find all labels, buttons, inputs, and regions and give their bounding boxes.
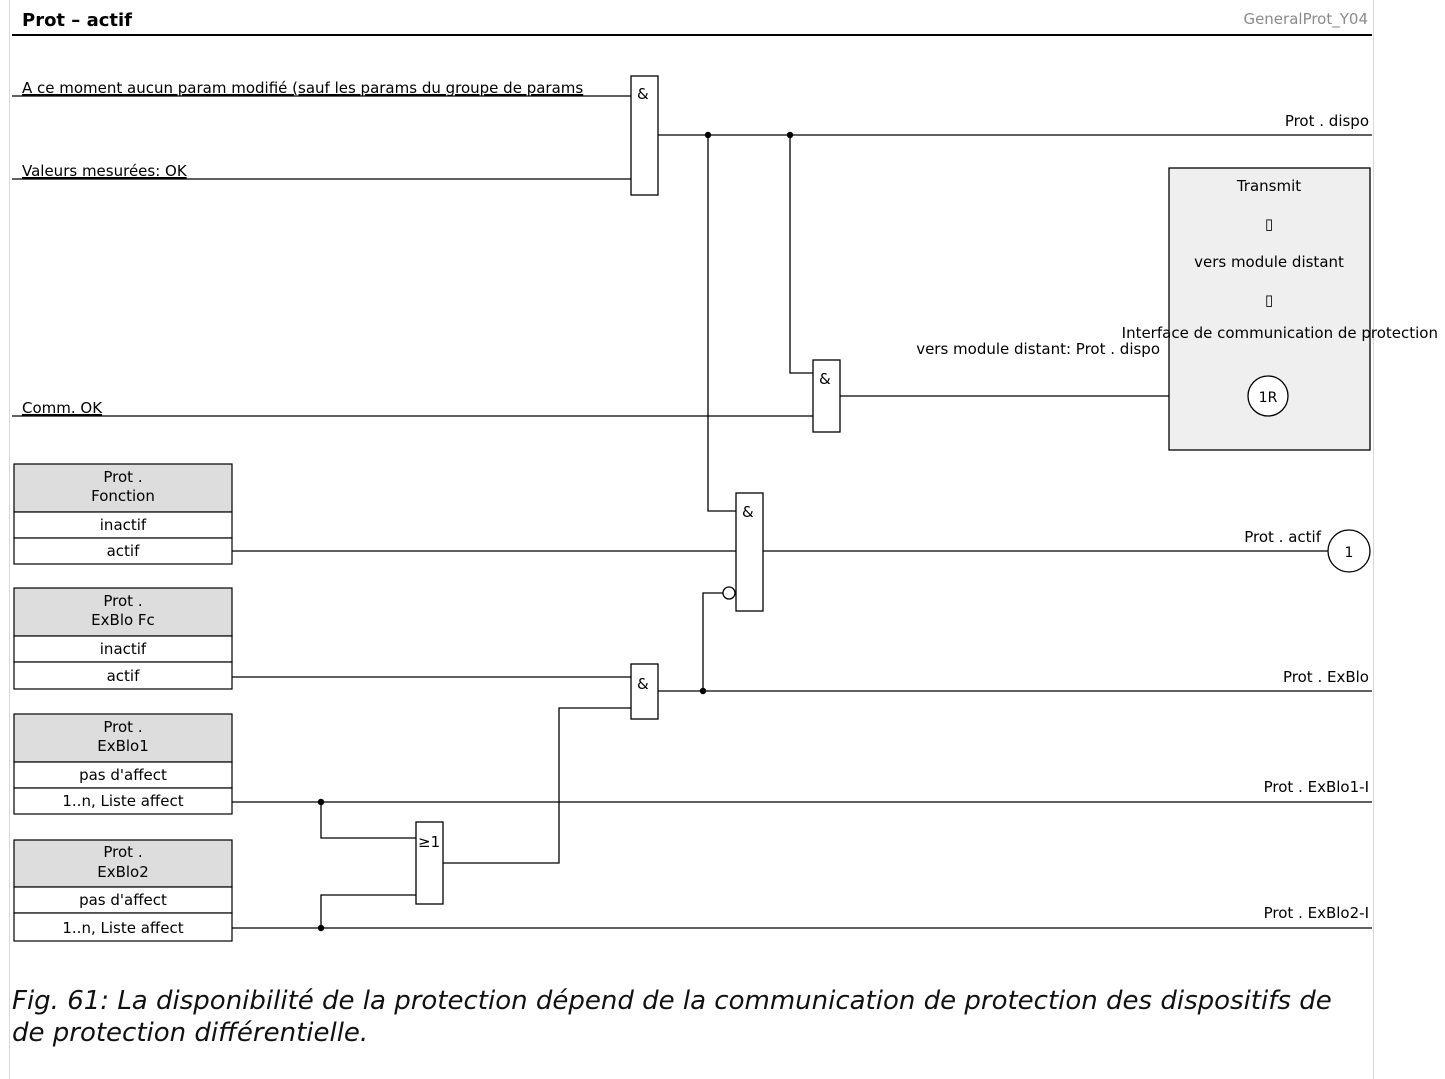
param-box-title: Prot .: [103, 718, 142, 736]
wire-exblo-to-and3: [702, 592, 723, 691]
logic-diagram: Prot – actif GeneralProt_Y04: [12, 10, 1438, 942]
transmit-signal-label: vers module distant: Prot . dispo: [916, 340, 1160, 358]
page-border-right: [1373, 0, 1374, 1079]
transmit-glyph-1: ▯: [1265, 215, 1273, 233]
param-box-title: ExBlo1: [97, 737, 149, 755]
param-option: 1..n, Liste affect: [62, 792, 183, 810]
input-label-comm-ok: Comm. OK: [22, 399, 103, 417]
param-option: pas d'affect: [79, 766, 167, 784]
param-box-exblo-fc: Prot . ExBlo Fc inactif actif: [13, 587, 233, 690]
diagram-reference: GeneralProt_Y04: [1243, 10, 1368, 29]
input-label-measured: Valeurs mesurées: OK: [22, 162, 188, 180]
wire-or-to-and4: [443, 707, 631, 864]
and-gate-4-symbol: &: [637, 675, 649, 693]
and-gate-2-symbol: &: [819, 370, 831, 388]
param-box-title: ExBlo Fc: [91, 611, 155, 629]
wire-dispo-to-and2: [789, 135, 813, 374]
junction-dot: [317, 924, 325, 932]
param-option: inactif: [100, 516, 147, 534]
param-box-title: ExBlo2: [97, 863, 149, 881]
junction-dot: [786, 131, 794, 139]
param-box-title: Prot .: [103, 592, 142, 610]
param-box-exblo1: Prot . ExBlo1 pas d'affect 1..n, Liste a…: [13, 713, 233, 815]
junction-dot: [704, 131, 712, 139]
transmit-glyph-2: ▯: [1265, 291, 1273, 309]
output-label-dispo: Prot . dispo: [1285, 112, 1369, 130]
param-option: inactif: [100, 640, 147, 658]
param-box-exblo2: Prot . ExBlo2 pas d'affect 1..n, Liste a…: [13, 839, 233, 942]
param-box-title: Prot .: [103, 843, 142, 861]
transmit-title: Transmit: [1236, 177, 1301, 195]
and-gate-3: [735, 492, 764, 612]
and-gate-4: [630, 663, 659, 720]
wire-exblo1-to-or: [320, 802, 416, 839]
or-gate: [415, 821, 444, 905]
and-gate-1: [630, 75, 659, 196]
param-box-title: Prot .: [103, 468, 142, 486]
diagram-title: Prot – actif: [22, 10, 132, 31]
output-label-actif: Prot . actif: [1244, 528, 1321, 546]
output-label-exblo2: Prot . ExBlo2-I: [1264, 904, 1369, 922]
figure-caption: Fig. 61: La disponibilité de la protecti…: [12, 986, 1332, 1048]
junction-dot: [699, 687, 707, 695]
output-label-exblo1: Prot . ExBlo1-I: [1264, 778, 1369, 796]
transmit-destination: vers module distant: [1194, 253, 1344, 271]
actif-connector-label: 1: [1345, 545, 1354, 561]
transmit-connector-label: 1R: [1259, 390, 1278, 406]
and-gate-1-symbol: &: [637, 85, 649, 103]
param-box-title: Fonction: [91, 487, 155, 505]
wire-dispo-to-and3: [707, 135, 736, 512]
param-box-fonction: Prot . Fonction inactif actif: [13, 463, 233, 565]
and-gate-3-symbol: &: [742, 503, 754, 521]
param-option: actif: [107, 542, 140, 560]
page-border-left: [9, 0, 10, 1079]
output-label-exblo: Prot . ExBlo: [1283, 668, 1369, 686]
input-label-param-mod: A ce moment aucun param modifié (sauf le…: [22, 79, 583, 97]
transmit-connector: [1247, 375, 1289, 417]
wire-exblo2-to-or: [320, 894, 416, 928]
param-option: 1..n, Liste affect: [62, 919, 183, 937]
inverter-bubble: [722, 586, 736, 600]
or-gate-symbol: ≥1: [418, 833, 440, 851]
junction-dot: [317, 798, 325, 806]
param-option: pas d'affect: [79, 891, 167, 909]
param-option: actif: [107, 667, 140, 685]
transmit-interface-label: Interface de communication de protection: [1122, 324, 1438, 342]
actif-connector: [1327, 529, 1371, 573]
